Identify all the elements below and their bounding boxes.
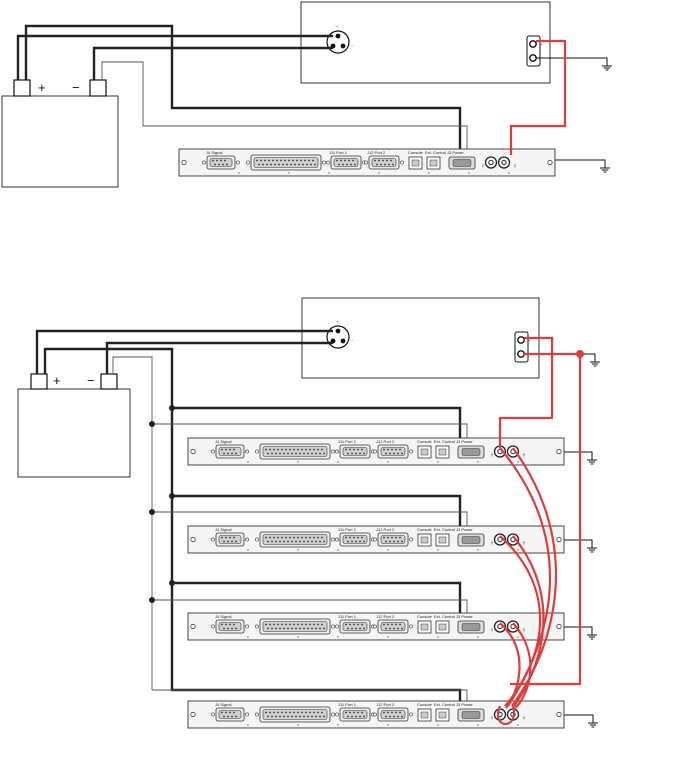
svg-text:⏚: ⏚ xyxy=(522,451,526,457)
svg-text:Ext. Control: Ext. Control xyxy=(434,439,455,444)
svg-text:+: + xyxy=(336,319,339,324)
svg-text:J11 Port 1: J11 Port 1 xyxy=(338,702,357,707)
svg-text:J11 Port 1: J11 Port 1 xyxy=(338,527,357,532)
svg-text:J4 Signal: J4 Signal xyxy=(206,150,223,155)
svg-text:⏚: ⏚ xyxy=(513,162,517,168)
svg-text:⏚: ⏚ xyxy=(522,714,526,720)
svg-text:J3 Power: J3 Power xyxy=(447,150,464,155)
battery-2 xyxy=(17,388,131,478)
svg-text:⏚: ⏚ xyxy=(490,539,494,545)
svg-text:+: + xyxy=(336,24,339,29)
diagram-single-unit: + − + − + J4 Signal J11 Port 1 J12 Port 2 C… xyxy=(1,1,613,188)
svg-text:J3 Power: J3 Power xyxy=(456,439,473,444)
battery-positive-terminal xyxy=(13,79,31,97)
svg-text:J11 Port 1: J11 Port 1 xyxy=(338,439,357,444)
svg-text:Console: Console xyxy=(417,614,432,619)
svg-text:⏚: ⏚ xyxy=(522,539,526,545)
svg-text:J12 Port 2: J12 Port 2 xyxy=(367,150,386,155)
svg-text:Console: Console xyxy=(417,439,432,444)
svg-text:J4 Signal: J4 Signal xyxy=(215,527,232,532)
battery-2-minus-sign: − xyxy=(87,373,95,388)
svg-text:+: + xyxy=(540,42,543,47)
svg-text:⏚: ⏚ xyxy=(490,451,494,457)
battery-2-plus-sign: + xyxy=(53,373,61,388)
battery-2-negative-terminal xyxy=(100,373,118,390)
battery-minus-sign: − xyxy=(72,80,80,95)
ground-wires xyxy=(496,336,582,725)
svg-text:Ext. Control: Ext. Control xyxy=(425,150,446,155)
svg-text:J12 Port 2: J12 Port 2 xyxy=(376,702,395,707)
svg-text:Console: Console xyxy=(417,702,432,707)
battery-2-positive-terminal xyxy=(30,373,48,390)
svg-text:J12 Port 2: J12 Port 2 xyxy=(376,527,395,532)
svg-text:Console: Console xyxy=(408,150,423,155)
svg-text:⏚: ⏚ xyxy=(490,714,494,720)
svg-text:−: − xyxy=(351,43,354,48)
svg-text:⏚: ⏚ xyxy=(481,162,485,168)
svg-text:Console: Console xyxy=(417,527,432,532)
svg-text:J11 Port 1: J11 Port 1 xyxy=(329,150,348,155)
svg-text:J3 Power: J3 Power xyxy=(456,614,473,619)
svg-text:J4 Signal: J4 Signal xyxy=(215,614,232,619)
svg-text:J3 Power: J3 Power xyxy=(456,702,473,707)
battery-plus-sign: + xyxy=(38,80,46,95)
svg-text:Ext. Control: Ext. Control xyxy=(434,527,455,532)
svg-text:J11 Port 1: J11 Port 1 xyxy=(338,614,357,619)
svg-text:⏚: ⏚ xyxy=(490,626,494,632)
svg-text:−: − xyxy=(351,338,354,343)
diagram-four-units: + − + − + xyxy=(17,297,601,729)
svg-text:⏚: ⏚ xyxy=(522,626,526,632)
svg-text:Ext. Control: Ext. Control xyxy=(434,614,455,619)
svg-text:J12 Port 2: J12 Port 2 xyxy=(376,614,395,619)
svg-text:+: + xyxy=(528,338,531,343)
svg-text:J4 Signal: J4 Signal xyxy=(215,439,232,444)
svg-text:J12 Port 2: J12 Port 2 xyxy=(376,439,395,444)
battery xyxy=(1,95,119,188)
battery-negative-terminal xyxy=(89,79,107,97)
svg-text:J4 Signal: J4 Signal xyxy=(215,702,232,707)
svg-text:Ext. Control: Ext. Control xyxy=(434,702,455,707)
svg-text:J3 Power: J3 Power xyxy=(456,527,473,532)
